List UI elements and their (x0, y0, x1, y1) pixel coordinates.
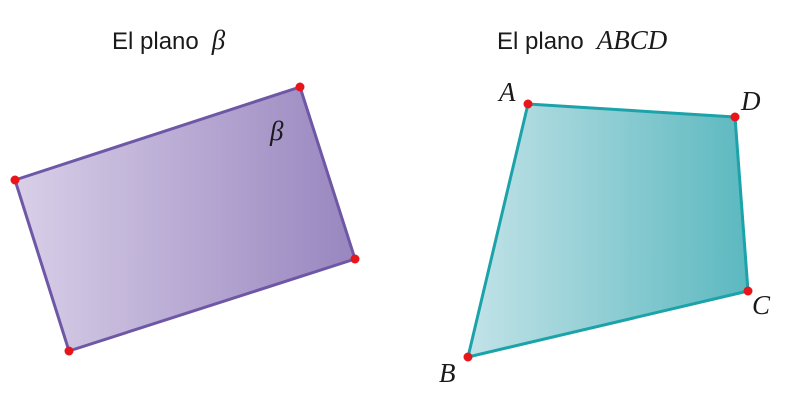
left-title-symbol: β (211, 25, 226, 55)
vertex-label-c: C (752, 290, 771, 320)
vertex-point (10, 175, 20, 185)
vertex-point (64, 346, 74, 356)
plane-beta-label: β (269, 116, 284, 146)
vertex-point-b (463, 352, 473, 362)
vertex-label-d: D (740, 86, 761, 116)
left-title: El plano β (112, 25, 226, 55)
right-figure: El plano ABCD A D C B (439, 25, 771, 388)
vertex-point (295, 82, 305, 92)
vertex-label-b: B (439, 358, 456, 388)
right-title-text: El plano (497, 28, 584, 55)
plane-abcd-quadrilateral (466, 102, 750, 359)
plane-beta-parallelogram (13, 85, 357, 353)
vertex-point (350, 254, 360, 264)
right-title-symbol: ABCD (595, 25, 668, 55)
right-title: El plano ABCD (497, 25, 668, 55)
vertex-point-d (730, 112, 740, 122)
left-figure: El plano β β (10, 25, 360, 356)
left-title-text: El plano (112, 28, 199, 55)
vertex-point-a (523, 99, 533, 109)
vertex-label-a: A (497, 77, 516, 107)
vertex-point-c (743, 286, 753, 296)
